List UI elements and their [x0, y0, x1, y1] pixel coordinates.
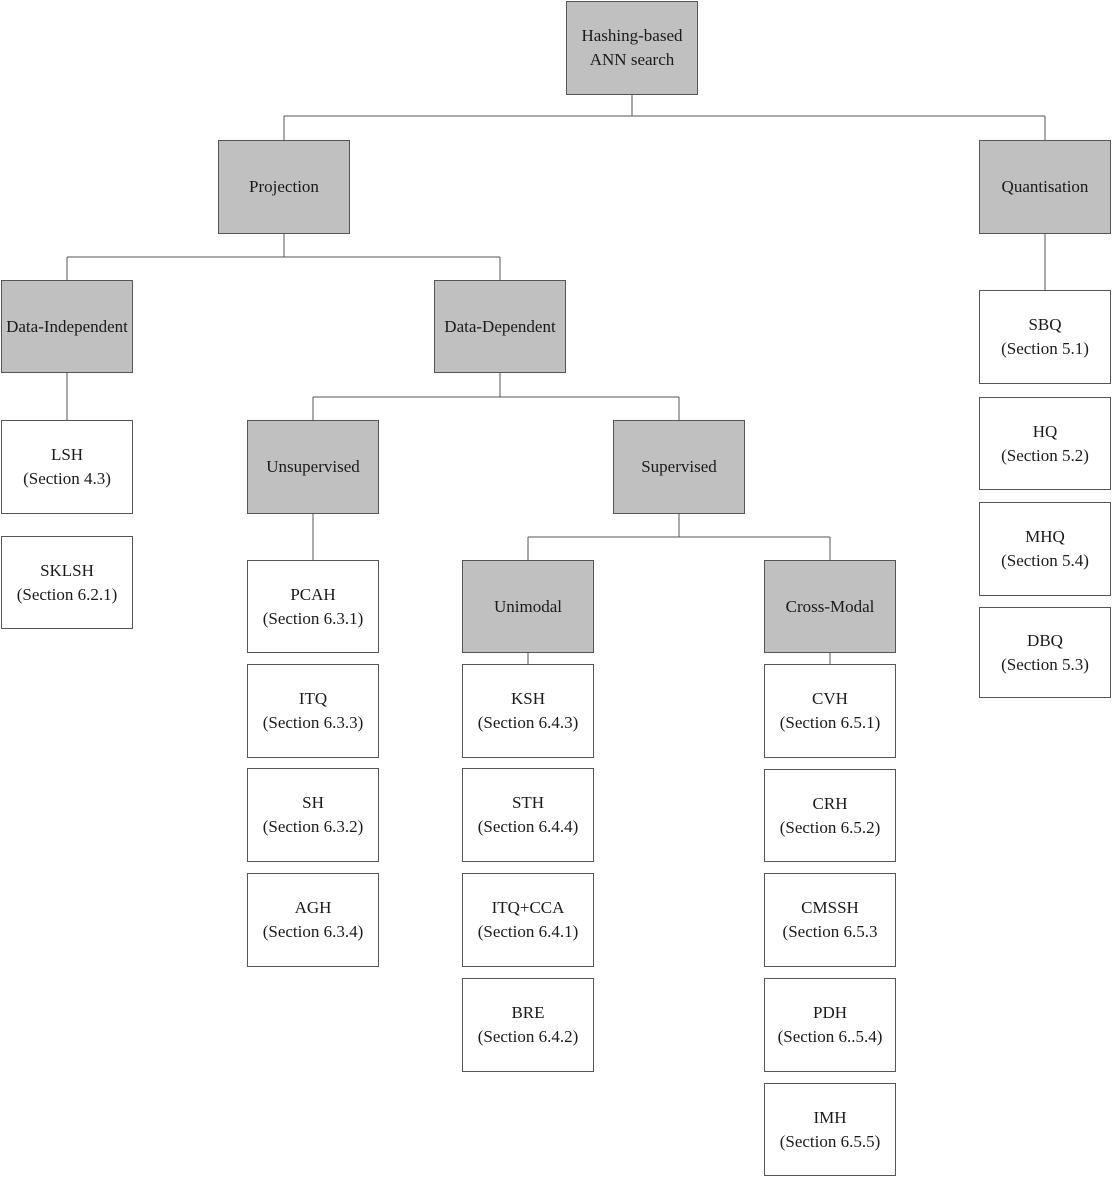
- unimodal-label: Unimodal: [494, 596, 562, 616]
- method-node-pcah: PCAH (Section 6.3.1): [247, 560, 379, 653]
- method-name: BRE: [511, 1003, 545, 1022]
- cross-modal-node: Cross-Modal: [764, 560, 896, 653]
- root-label-line1: Hashing-based: [581, 26, 683, 45]
- method-section: (Section 6..5.4): [777, 1027, 883, 1046]
- method-name: PDH: [812, 1003, 847, 1022]
- method-node-cmssh: CMSSH (Section 6.5.3: [764, 873, 896, 967]
- root-label-line2: ANN search: [589, 50, 675, 69]
- method-section: (Section 5.2): [1001, 445, 1089, 465]
- data-dependent-label: Data-Dependent: [444, 316, 556, 336]
- method-node-imh: IMH (Section 6.5.5): [764, 1083, 896, 1176]
- method-name: IMH: [813, 1107, 847, 1127]
- method-node-sklsh: SKLSH (Section 6.2.1): [1, 536, 133, 629]
- method-name: CMSSH: [801, 898, 859, 917]
- method-name: SBQ: [1028, 315, 1062, 334]
- method-node-dbq: DBQ (Section 5.3): [979, 607, 1111, 698]
- supervised-node: Supervised: [613, 420, 745, 514]
- method-name: ITQ: [298, 689, 328, 708]
- data-independent-node: Data-Independent: [1, 280, 133, 373]
- data-independent-label: Data-Independent: [6, 316, 128, 336]
- method-node-sh: SH (Section 6.3.2): [247, 768, 379, 862]
- supervised-label: Supervised: [641, 457, 717, 476]
- method-section: (Section 5.3): [1001, 654, 1089, 674]
- projection-label: Projection: [249, 177, 319, 196]
- method-name: MHQ: [1025, 527, 1065, 546]
- method-node-sbq: SBQ (Section 5.1): [979, 290, 1111, 384]
- method-section: (Section 6.5.1): [779, 713, 881, 732]
- method-name: SKLSH: [40, 560, 94, 580]
- method-node-lsh: LSH (Section 4.3): [1, 420, 133, 514]
- method-node-agh: AGH (Section 6.3.4): [247, 873, 379, 967]
- method-section: (Section 6.5.3: [782, 922, 878, 941]
- method-node-sth: STH (Section 6.4.4): [462, 768, 594, 862]
- method-node-itq: ITQ (Section 6.3.3): [247, 664, 379, 758]
- method-node-cvh: CVH (Section 6.5.1): [764, 664, 896, 758]
- method-section: (Section 6.3.4): [262, 922, 364, 941]
- method-node-itq-cca: ITQ+CCA (Section 6.4.1): [462, 873, 594, 967]
- method-name: CRH: [812, 793, 848, 813]
- method-name: HQ: [1032, 421, 1058, 441]
- method-section: (Section 4.3): [23, 469, 111, 488]
- unsupervised-node: Unsupervised: [247, 420, 379, 514]
- method-node-pdh: PDH (Section 6..5.4): [764, 978, 896, 1072]
- method-section: (Section 6.4.1): [477, 922, 579, 941]
- method-name: SH: [302, 793, 324, 812]
- data-dependent-node: Data-Dependent: [434, 280, 566, 373]
- method-name: AGH: [294, 898, 332, 917]
- unimodal-node: Unimodal: [462, 560, 594, 653]
- method-section: (Section 6.4.2): [477, 1027, 579, 1046]
- cross-modal-label: Cross-Modal: [785, 596, 875, 616]
- method-section: (Section 5.1): [1001, 339, 1089, 358]
- method-section: (Section 6.4.3): [477, 713, 579, 732]
- projection-node: Projection: [218, 140, 350, 234]
- unsupervised-label: Unsupervised: [266, 457, 360, 476]
- method-node-bre: BRE (Section 6.4.2): [462, 978, 594, 1072]
- method-section: (Section 6.3.2): [262, 817, 364, 836]
- method-name: DBQ: [1027, 630, 1063, 650]
- method-node-hq: HQ (Section 5.2): [979, 397, 1111, 490]
- method-name: STH: [511, 793, 545, 812]
- quantisation-label: Quantisation: [1001, 177, 1089, 196]
- method-section: (Section 6.4.4): [477, 817, 579, 836]
- method-node-ksh: KSH (Section 6.4.3): [462, 664, 594, 758]
- method-section: (Section 6.3.1): [262, 608, 364, 628]
- method-name: ITQ+CCA: [491, 898, 565, 917]
- method-node-crh: CRH (Section 6.5.2): [764, 769, 896, 862]
- method-section: (Section 6.5.5): [779, 1131, 881, 1151]
- method-section: (Section 6.3.3): [262, 713, 364, 732]
- method-section: (Section 6.5.2): [779, 817, 881, 837]
- method-name: PCAH: [290, 584, 336, 604]
- quantisation-node: Quantisation: [979, 140, 1111, 234]
- method-name: LSH: [50, 445, 84, 464]
- root-node: Hashing-based ANN search: [566, 1, 698, 95]
- method-node-mhq: MHQ (Section 5.4): [979, 502, 1111, 596]
- method-section: (Section 6.2.1): [16, 584, 118, 604]
- method-name: CVH: [812, 689, 848, 708]
- method-name: KSH: [510, 689, 545, 708]
- method-section: (Section 5.4): [1001, 551, 1089, 570]
